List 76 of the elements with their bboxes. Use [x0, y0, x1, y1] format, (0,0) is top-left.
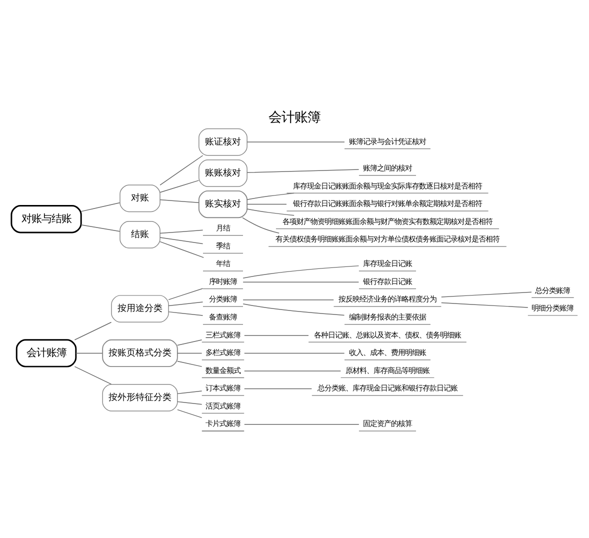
- connector: [242, 299, 334, 300]
- node-text: 年结: [216, 258, 230, 268]
- connector: [244, 334, 309, 336]
- connector: [244, 370, 342, 371]
- node-text: 卡片式账簿: [205, 418, 240, 428]
- connector: [246, 203, 287, 204]
- node-text: 库存现金日记账账面余额与现金实际库存数逐日核对是否相符: [292, 180, 482, 190]
- connector: [168, 301, 204, 306]
- connector: [177, 400, 202, 404]
- node-text: 银行存款日记账: [362, 276, 412, 286]
- node-text: 明细分类账簿: [532, 303, 574, 312]
- connector: [177, 408, 202, 418]
- node-text: 有关债权债务明细账账面余额与对方单位债权债务账面记录核对是否相符: [275, 234, 500, 244]
- connector: [80, 202, 120, 212]
- connector: [242, 281, 360, 282]
- node-text: 固定资产的核算: [362, 418, 412, 428]
- connector: [76, 352, 103, 354]
- connector: [160, 236, 204, 244]
- node-text: 活页式账簿: [205, 400, 240, 410]
- connector: [242, 216, 280, 234]
- connector: [168, 310, 204, 316]
- connector: [177, 390, 202, 394]
- node-text: 订本式账簿: [205, 383, 240, 392]
- node-text: 各种日记账、总账以及资本、债权、债务明细账: [314, 330, 461, 339]
- node-text: 各项财产物资明细账账面余额与财产物资实有数额定期核对是否相符: [282, 216, 492, 226]
- node-box: 账实核对: [198, 190, 248, 218]
- connector: [246, 208, 294, 216]
- node-box: 账账核对: [198, 158, 248, 186]
- connector: [160, 180, 200, 192]
- connector: [246, 192, 294, 200]
- connector: [80, 224, 120, 232]
- connector: [74, 321, 112, 340]
- node-box: 对账与结账: [10, 204, 82, 233]
- node-text: 收入、成本、费用明细账: [348, 348, 426, 357]
- node-text: 三栏式账簿: [205, 330, 240, 339]
- node-text: 分类账簿: [208, 294, 237, 304]
- node-text: 序时账簿: [208, 276, 237, 286]
- node-text: 多栏式账簿: [205, 348, 240, 357]
- connector: [168, 288, 204, 300]
- node-box: 按外形特征分类: [102, 383, 178, 411]
- node-box: 对账: [120, 184, 160, 212]
- node-text: 备查账簿: [208, 312, 237, 322]
- connector: [244, 352, 345, 354]
- connector: [160, 198, 200, 202]
- diagram-title: 会计账簿: [268, 110, 320, 126]
- connector: [177, 360, 202, 366]
- node-text: 总分类账簿: [535, 285, 570, 294]
- connector: [74, 366, 112, 384]
- node-text: 月结: [216, 223, 230, 232]
- node-text: 原材料、库存商品等明细账: [345, 365, 430, 374]
- connector: [242, 264, 360, 278]
- node-text: 银行存款日记账账面余额与银行对账单余额定期核对是否相符: [292, 198, 482, 208]
- node-box: 按账页格式分类: [102, 338, 178, 367]
- node-box: 结账: [120, 220, 160, 248]
- node-box: 按用途分类: [111, 294, 169, 322]
- node-box: 会计账簿: [16, 338, 77, 367]
- node-text: 季结: [216, 240, 230, 250]
- connector: [244, 388, 312, 389]
- connector: [246, 168, 360, 172]
- node-text: 总分类账、库存现金日记账和银行存款日记账: [317, 383, 458, 392]
- node-text: 编制财务报表的主要依据: [348, 312, 426, 322]
- node-box: 账证核对: [198, 128, 248, 156]
- node-text: 数量金额式: [205, 365, 240, 374]
- node-text: 账簿记录与会计凭证核对: [348, 136, 426, 146]
- node-text: 按反映经济业务的详略程度分为: [338, 294, 436, 304]
- node-text: 库存现金日记账: [362, 258, 412, 268]
- connector: [160, 154, 204, 185]
- connector: [177, 339, 202, 346]
- connector: [242, 302, 345, 316]
- connector: [177, 352, 202, 354]
- connector: [160, 240, 204, 258]
- connector: [246, 141, 345, 142]
- connector: [160, 229, 204, 234]
- connector: [441, 291, 532, 297]
- connector: [441, 302, 528, 308]
- node-text: 账簿之间的核对: [362, 163, 412, 172]
